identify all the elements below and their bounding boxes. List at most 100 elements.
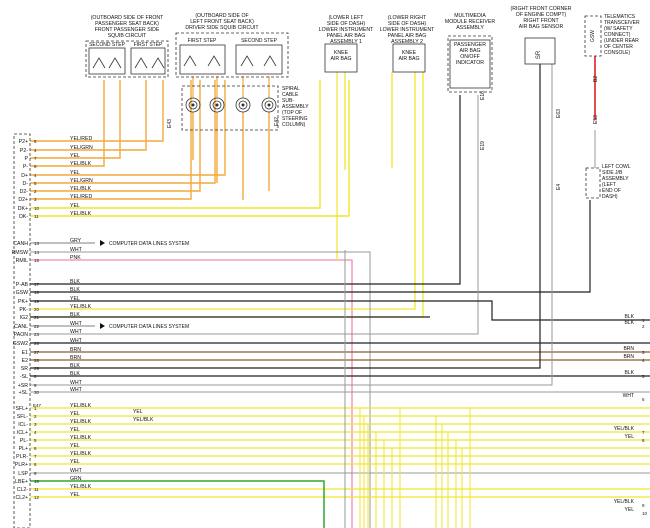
spiral-cable-box [181, 85, 279, 131]
right-pin-number: 10 [642, 511, 648, 516]
knee-airbag-1-title: (LOWER LEFT [329, 15, 365, 21]
wire-layer [30, 56, 650, 528]
indicator-box [449, 39, 491, 89]
rmsw-wire [30, 251, 371, 528]
module-pin-name: CL2- [17, 487, 29, 493]
right-pin-number: 8 [642, 438, 645, 443]
first-step-squib [130, 47, 166, 75]
right-pin-number: 7 [642, 430, 645, 435]
squib-symbol [108, 57, 122, 69]
module-pin-name: ICL- [18, 422, 28, 428]
driver-squib-title: DRIVER SIDE SQUIB CIRCUIT [185, 25, 259, 31]
airbag-module-box [13, 133, 31, 528]
module-pin-number: 15 [34, 258, 40, 263]
connector-label: E19 [480, 141, 486, 150]
module-pin-name: PK- [19, 307, 28, 313]
spiral-coil [241, 103, 245, 107]
module-pin-number: 3 [34, 422, 37, 427]
module-pin-number: 7 [34, 454, 37, 459]
cowl-jb-title: (LEFT [602, 182, 616, 188]
wire-color-label: WHT [70, 329, 83, 335]
wire-color-label: YEL [70, 203, 80, 209]
spiral-cable-title: CABLE [282, 92, 299, 98]
spiral-coil [261, 97, 277, 113]
module-pin-name: P-AB [16, 282, 29, 288]
connector-label: E63 [556, 109, 562, 118]
module-pin-number: 21 [34, 315, 40, 320]
module-pin-name: ICL+ [17, 430, 28, 436]
knee-airbag-1-label: AIR BAG [330, 56, 351, 62]
module-pin-name: CL2+ [15, 495, 28, 501]
squib-wire [30, 80, 216, 184]
sr-wire [30, 64, 541, 369]
wire-color-label: WHT [70, 380, 83, 386]
knee-airbag-2-title: SIDE OF DASH) [388, 21, 427, 27]
wire-color-label: BLK [70, 312, 80, 318]
second-step-squib [88, 47, 126, 75]
seat-squib-title: FRONT PASSENGER SIDE [95, 27, 160, 33]
right-pin-number: 9 [642, 503, 645, 508]
squib-wire [30, 80, 201, 192]
rmil-wire [30, 259, 353, 528]
module-pin-name: E2 [22, 358, 28, 364]
wire-color-label: YEL [70, 443, 80, 449]
airbag-sensor-title: (RIGHT FRONT CORNER [511, 6, 572, 12]
module-pin-number: 3 [34, 197, 37, 202]
module-pin-number: 6 [34, 446, 37, 451]
connector-label: B2 [593, 76, 599, 82]
step-label: FIRST STEP [134, 42, 163, 48]
wire-color-label: BLK [70, 371, 80, 377]
wire-color-label: YEL [70, 411, 80, 417]
module-pin-number: 28 [34, 358, 40, 363]
knee-airbag-1-title: PANEL AIR BAG [327, 33, 366, 39]
knee-airbag-1-title: ASSEMBLY 1 [330, 39, 362, 45]
knee-airbag-2-title: LOWER INSTRUMENT [380, 27, 435, 33]
connector-label: E53 [593, 115, 599, 124]
connector-label: E43 [167, 119, 173, 128]
wire-color-label: BLK [70, 363, 80, 369]
airbag-sensor-title: RIGHT FRONT [523, 18, 559, 24]
module-pin-number: 5 [34, 139, 37, 144]
module-pin-number: 30 [34, 390, 40, 395]
right-wire-label: YEL/BLK [614, 426, 635, 432]
telematics-box [584, 15, 602, 57]
module-pin-name: RMIL [16, 258, 29, 264]
module-pin-number: 5 [34, 438, 37, 443]
module-pin-number: 10 [34, 206, 40, 211]
module-pin-number: 4 [34, 173, 37, 178]
spiral-coil [188, 100, 198, 110]
module-pin-name: PAON [14, 332, 29, 338]
module-pin-number: 2 [34, 189, 37, 194]
module-pin-number: 14 [34, 250, 40, 255]
module-pin-name: D+ [21, 173, 28, 179]
knee-airbag-2-box [392, 43, 426, 73]
step-label: FIRST STEP [188, 38, 217, 44]
telematics-title: OF CENTER [604, 44, 633, 50]
module-pin-number: 22 [34, 324, 40, 329]
driver-squib-title: (OUTBOARD SIDE OF [195, 13, 248, 19]
spiral-coil [185, 97, 201, 113]
spiral-coil [235, 97, 251, 113]
right-wire-label: WHT [623, 393, 634, 399]
squib-wire [30, 80, 121, 159]
module-pin-name: GSW [16, 290, 28, 296]
lbe-wire [30, 480, 325, 528]
module-pin-number: 29 [34, 366, 40, 371]
module-pin-number: 9 [34, 383, 37, 388]
telematics-title: CONNECT) [604, 32, 631, 38]
sr-plus-wire [30, 64, 553, 386]
knee-airbag-2-title: PANEL AIR BAG [388, 33, 427, 39]
module-pin-name: PLR- [16, 454, 28, 460]
wire-color-label: YEL [70, 427, 80, 433]
module-pin-name: PLR+ [15, 462, 28, 468]
module-pin-number: 11 [34, 487, 39, 492]
module-pin-name: P- [23, 164, 28, 170]
spiral-cable-title: ASSEMBLY [282, 104, 309, 110]
knee-airbag-2-title: ASSEMBLY 2 [391, 39, 423, 45]
wire-color-label: YEL/GRN [70, 178, 93, 184]
squib-symbol [92, 57, 106, 69]
data-line-label: COMPUTER DATA LINES SYSTEM [109, 324, 189, 330]
